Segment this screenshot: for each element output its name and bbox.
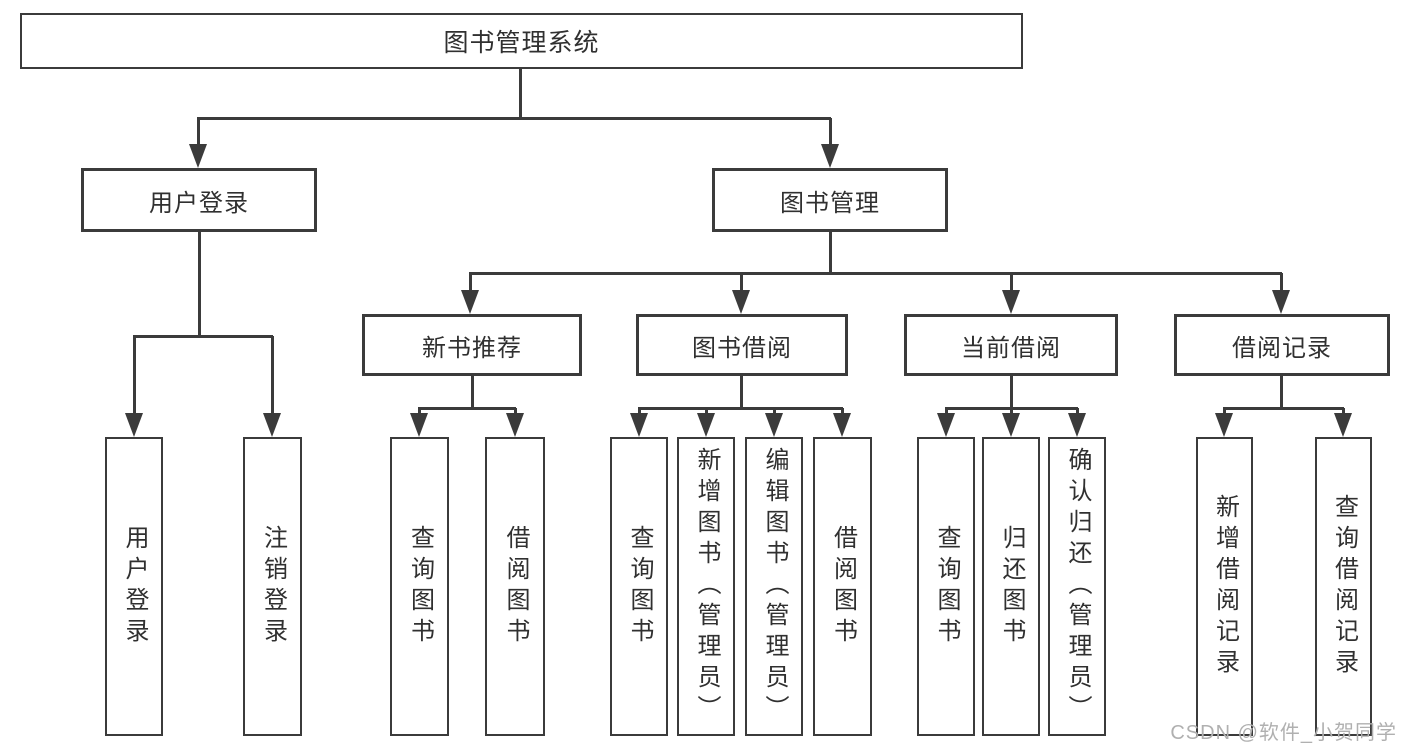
connector-line [197,118,200,148]
connector-line [1280,273,1283,294]
connector-line [1223,408,1226,417]
leaf-add-borrow-record: 新增借阅记录 [1196,437,1253,736]
node-book-borrowing: 图书借阅 [636,314,848,376]
leaf-borrow-books-recommend: 借阅图书 [485,437,545,736]
connector-line [1010,408,1013,417]
arrowhead-icon [1002,290,1020,314]
connector-line [740,273,743,294]
node-label: 确认归还（管理员） [1064,447,1091,726]
connector-line [1342,408,1345,417]
connector-line [469,273,472,294]
node-label: 注销登录 [259,524,287,649]
csdn-watermark: CSDN @软件_小贺同学 [1170,722,1397,744]
connector-line [829,232,832,273]
arrowhead-icon [765,413,783,437]
node-label: 用户登录 [149,189,249,217]
connector-line [1076,408,1079,417]
connector-line [471,376,474,408]
node-label: 当前借阅 [961,334,1061,362]
connector-line [829,118,832,148]
node-label: 查询图书 [933,524,960,649]
leaf-user-login: 用户登录 [105,437,163,736]
leaf-edit-book-admin: 编辑图书（管理员） [745,437,803,736]
node-label: 图书借阅 [692,334,792,362]
connector-line [773,408,776,417]
node-label: 新增借阅记录 [1211,493,1239,680]
arrowhead-icon [1215,413,1233,437]
node-label: 借阅图书 [829,524,857,649]
leaf-confirm-return-admin: 确认归还（管理员） [1048,437,1106,736]
node-label: 查询借阅记录 [1330,493,1358,680]
connector-line [514,408,517,417]
connector-line [945,408,948,417]
connector-line [638,408,641,417]
connector-line [198,232,201,336]
node-book-management: 图书管理 [712,168,948,232]
connector-line [638,407,843,410]
arrowhead-icon [461,290,479,314]
node-label: 查询图书 [406,524,434,649]
connector-line [133,336,136,417]
arrowhead-icon [937,413,955,437]
connector-line [1010,273,1013,294]
connector-line [519,69,522,118]
leaf-add-book-admin: 新增图书（管理员） [677,437,735,736]
arrowhead-icon [1002,413,1020,437]
node-label: 新书推荐 [422,334,522,362]
node-label: 图书管理 [780,189,880,217]
connector-line [133,335,273,338]
node-label: 图书管理系统 [443,29,600,57]
arrowhead-icon [189,144,207,168]
connector-line [418,408,421,417]
connector-line [740,376,743,408]
node-borrowing-records: 借阅记录 [1174,314,1390,376]
node-label: 用户登录 [121,524,148,649]
arrowhead-icon [410,413,428,437]
node-label: 新增图书（管理员） [693,447,720,726]
leaf-query-books-current: 查询图书 [917,437,975,736]
arrowhead-icon [833,413,851,437]
connector-line [197,117,831,120]
arrowhead-icon [263,413,281,437]
node-current-borrowing: 当前借阅 [904,314,1118,376]
connector-line [1010,376,1013,408]
leaf-logout: 注销登录 [243,437,302,736]
node-label: 借阅记录 [1232,334,1332,362]
arrowhead-icon [821,144,839,168]
arrowhead-icon [1068,413,1086,437]
node-library-system: 图书管理系统 [20,13,1023,69]
connector-line [1223,407,1344,410]
node-new-book-recommendation: 新书推荐 [362,314,582,376]
node-label: 归还图书 [998,524,1025,649]
arrowhead-icon [732,290,750,314]
arrowhead-icon [1272,290,1290,314]
arrowhead-icon [697,413,715,437]
connector-line [271,336,274,417]
connector-line [705,408,708,417]
arrowhead-icon [125,413,143,437]
connector-line [469,272,1282,275]
leaf-query-borrow-record: 查询借阅记录 [1315,437,1372,736]
leaf-return-books: 归还图书 [982,437,1040,736]
connector-line [841,408,844,417]
leaf-query-books-recommend: 查询图书 [390,437,449,736]
arrowhead-icon [506,413,524,437]
leaf-query-books-borrowing: 查询图书 [610,437,668,736]
leaf-borrow-books-borrowing: 借阅图书 [813,437,872,736]
arrowhead-icon [1334,413,1352,437]
connector-line [1280,376,1283,408]
node-label: 编辑图书（管理员） [761,447,788,726]
arrowhead-icon [630,413,648,437]
connector-line [418,407,516,410]
node-label: 查询图书 [626,524,653,649]
node-label: 借阅图书 [502,524,529,649]
node-user-login: 用户登录 [81,168,317,232]
